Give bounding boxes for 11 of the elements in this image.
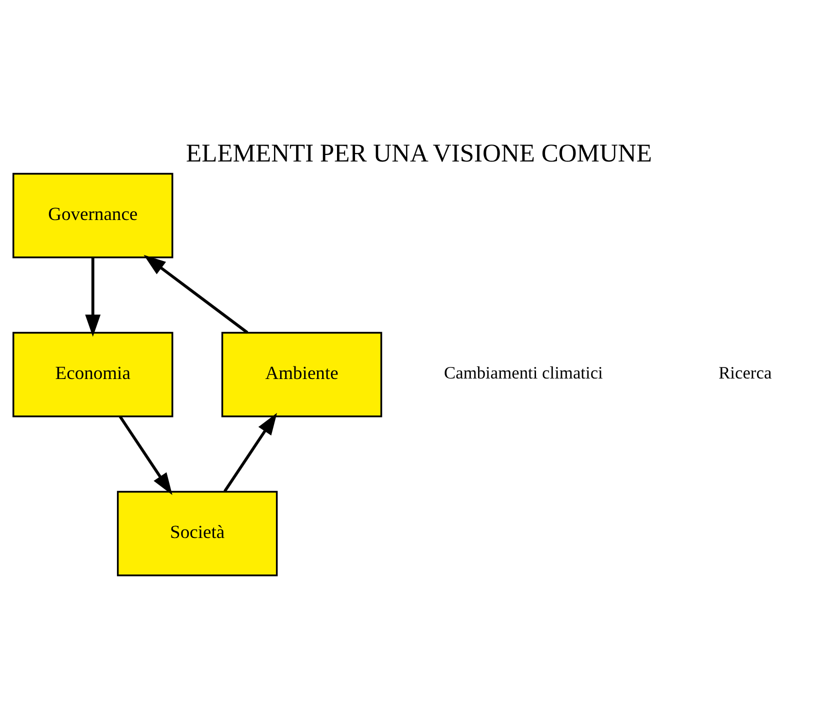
- node-box: Governance: [12, 172, 174, 258]
- arrow: [224, 412, 278, 492]
- arrow: [85, 256, 101, 336]
- node-box: Ambiente: [221, 331, 382, 417]
- arrow: [118, 415, 172, 494]
- diagram-title: ELEMENTI PER UNA VISIONE COMUNE: [186, 138, 652, 168]
- arrow: [144, 254, 248, 334]
- label: Cambiamenti climatici: [444, 362, 603, 382]
- label: Ricerca: [718, 362, 772, 382]
- node-box: Società: [116, 490, 278, 576]
- node-box: Economia: [12, 331, 174, 417]
